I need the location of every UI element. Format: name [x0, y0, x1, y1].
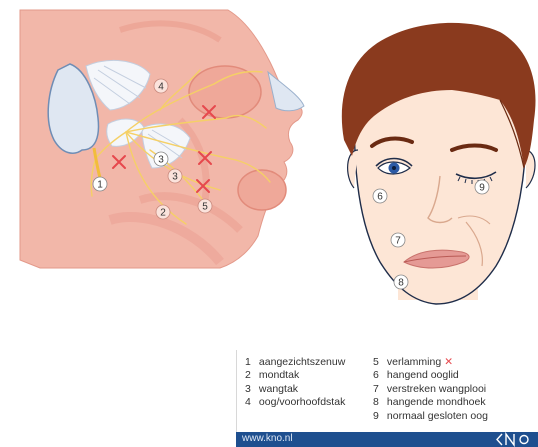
footer-url-link[interactable]: www.kno.nl	[242, 433, 293, 444]
marker-9: 9	[475, 180, 489, 194]
marker-8: 8	[394, 275, 408, 289]
legend-item: 3 wangtak	[245, 383, 345, 396]
marker-1: 1	[93, 177, 107, 191]
legend-item: 7 verstreken wangplooi	[373, 383, 488, 396]
legend-item: 4 oog/voorhoofdstak	[245, 396, 345, 409]
marker-2: 2	[156, 205, 170, 219]
legend-item: 2 mondtak	[245, 369, 345, 382]
mouth-muscle-ring	[238, 170, 286, 210]
svg-text:3: 3	[158, 155, 164, 166]
eye-muscle-ring	[189, 66, 261, 118]
footer-bar: www.kno.nl	[236, 432, 538, 447]
svg-text:8: 8	[398, 278, 404, 289]
marker-5: 5	[198, 199, 212, 213]
legend-item: 1 aangezichtszenuw	[245, 356, 345, 369]
svg-text:6: 6	[377, 192, 383, 203]
legend-column-right: 5 verlamming✕ 6 hangend ooglid 7 verstre…	[373, 356, 488, 423]
svg-text:3: 3	[172, 172, 178, 183]
marker-3-lower: 3	[168, 169, 182, 183]
legend-item: 6 hangend ooglid	[373, 369, 488, 382]
anatomy-side-view: 1 2 3 3 4 5	[20, 10, 304, 268]
marker-3-upper: 3	[154, 152, 168, 166]
svg-text:2: 2	[160, 208, 166, 219]
legend-item: 5 verlamming✕	[373, 356, 488, 369]
svg-text:1: 1	[97, 180, 103, 191]
svg-text:4: 4	[158, 82, 164, 93]
svg-text:5: 5	[202, 202, 208, 213]
legend-item: 8 hangende mondhoek	[373, 396, 488, 409]
legend-column-left: 1 aangezichtszenuw 2 mondtak 3 wangtak 4…	[245, 356, 345, 410]
marker-4: 4	[154, 79, 168, 93]
svg-text:9: 9	[479, 183, 485, 194]
paralysis-cross-icon: ✕	[444, 356, 453, 368]
marker-7: 7	[391, 233, 405, 247]
svg-text:7: 7	[395, 236, 401, 247]
kno-logo-icon	[494, 432, 534, 447]
marker-6: 6	[373, 189, 387, 203]
frontal-face: 6 7 8 9	[342, 23, 536, 304]
legend-item: 9 normaal gesloten oog	[373, 410, 488, 423]
